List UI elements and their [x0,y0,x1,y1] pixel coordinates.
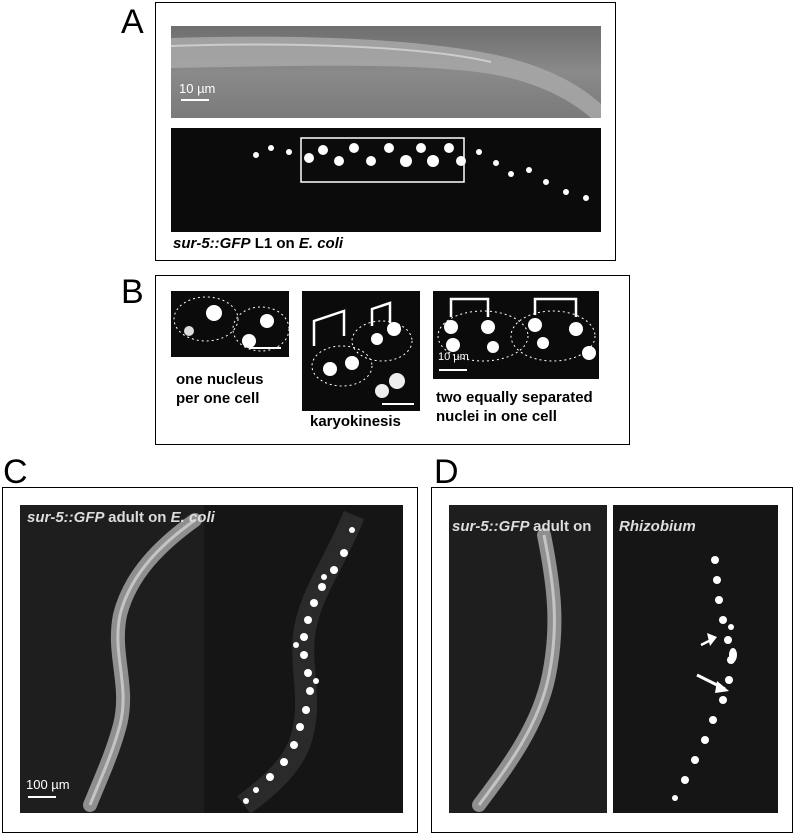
panel-a-frame: 10 µm sur-5::GFP L1 on E. coli [155,2,616,261]
panel-a-food: E. coli [298,235,344,252]
gfp-nuclei-drawing [253,137,589,201]
panel-c-food: E. coli [170,509,215,526]
karyokinesis-drawing [311,301,414,405]
panel-d-food: Rhizobium [619,518,696,535]
panel-d-label: D [434,453,459,491]
binucleate-drawing [437,297,596,371]
panel-d-dic-image [449,505,607,813]
panel-a-caption: sur-5::GFP L1 on E. coli [173,235,343,254]
panel-c-strain: sur-5::GFP [27,509,104,526]
panel-d-frame: sur-5::GFP adult on Rhizobium [431,487,793,833]
adult-gfp-nuclei [237,510,365,813]
panel-d-gfp-image [613,505,778,813]
panel-b-caption-1: one nucleus per one cell [176,371,264,407]
worm-dic-drawing [171,36,601,118]
panel-c-stage: adult on [108,509,167,526]
panel-c-scale-label: 100 µm [26,777,70,792]
panel-b-caption-3: two equally separated nuclei in one cell [436,389,593,425]
panel-b-scale-label: 10 µm [438,351,469,363]
panel-b-label: B [121,273,144,311]
panel-d-strain: sur-5::GFP [452,518,529,535]
panel-d-overlay-caption: sur-5::GFP adult on [452,518,591,535]
panel-a-gfp-image [171,128,601,232]
panel-d-stage: adult on [533,518,592,535]
panel-a-label: A [121,3,144,41]
single-nucleus-drawing [173,296,289,352]
panel-b-image-3: 10 µm [433,291,599,379]
panel-b-image-2 [302,291,420,411]
panel-b-caption-2: karyokinesis [310,413,401,430]
panel-c-scale-bar [28,796,56,798]
panel-c-overlay-caption: sur-5::GFP adult on E. coli [27,509,215,526]
panel-a-scale-label: 10 µm [179,81,216,96]
panel-a-stage: L1 on [254,235,295,252]
panel-b-image-1 [171,291,289,357]
panel-c-dic-image: 100 µm [20,505,204,813]
panel-c-label: C [3,453,28,491]
adult-gfp-nuclei-d [672,556,737,801]
panel-a-scale-bar [181,99,209,101]
panel-c-frame: 100 µm sur-5::GFP adult on E. coli [2,487,418,833]
panel-b-frame: 10 µm one nucleus per one cell karyokine… [155,275,630,445]
adult-worm-brightfield [83,513,202,812]
panel-a-dic-image: 10 µm [171,26,601,118]
panel-c-gfp-image [204,505,403,813]
panel-a-strain: sur-5::GFP [173,235,251,252]
adult-worm-brightfield-d [472,528,562,812]
